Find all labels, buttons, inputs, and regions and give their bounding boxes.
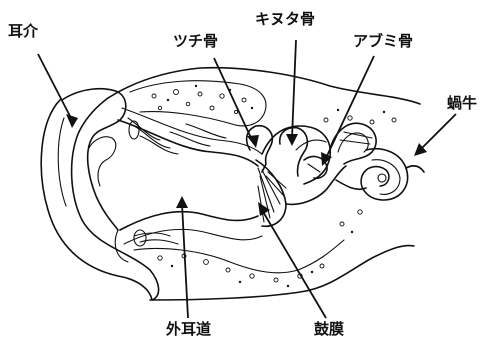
ear-canal [118,108,262,244]
label-hammer: ツチ骨 [173,34,218,49]
hammer-bone [247,126,273,172]
label-eardrum: 鼓膜 [314,322,344,337]
label-stirrup: アブミ骨 [353,34,413,49]
leader-hammer [214,58,252,140]
leader-cochlea [420,114,456,150]
canal-tissue-texture [128,118,226,246]
label-auricle: 耳介 [8,24,38,39]
eardrum-membrane [256,160,286,226]
leader-auricle [38,54,72,120]
label-ear-canal: 外耳道 [166,322,211,337]
auricle-outline [41,89,158,300]
label-cochlea: 蝸牛 [447,96,477,111]
temporal-bone [130,81,396,287]
leader-eardrum [262,210,326,318]
leader-anvil [292,40,296,138]
leader-stirrup [326,56,374,158]
cochlea [361,149,424,200]
label-anvil: キヌタ骨 [255,12,315,27]
label-leaders [38,40,456,318]
leader-ear-canal [182,204,188,318]
